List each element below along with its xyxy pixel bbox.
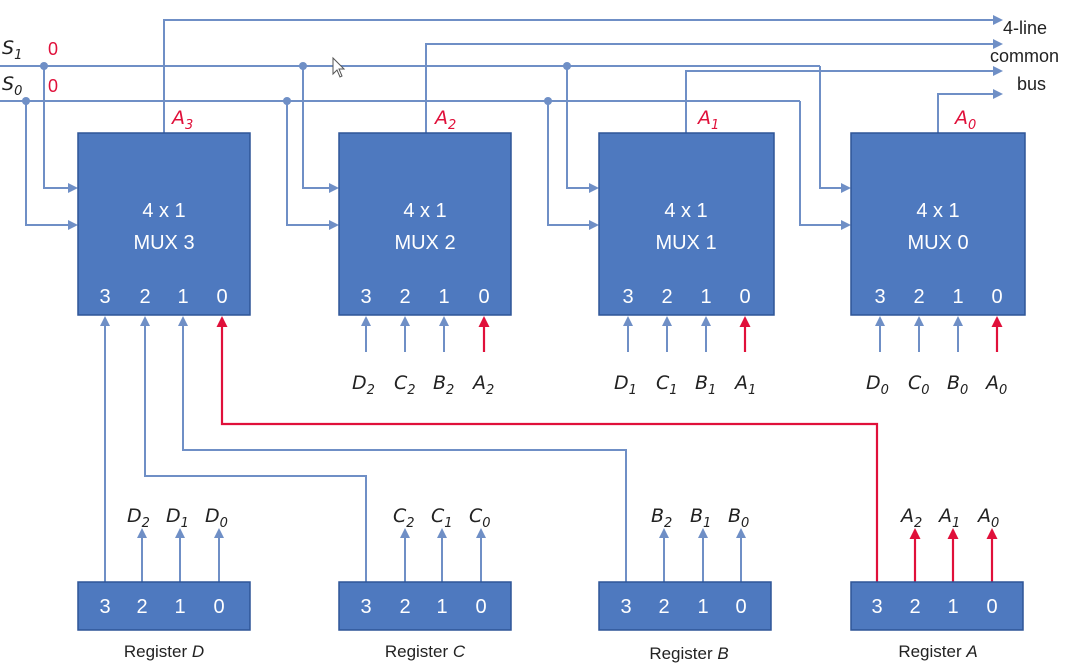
- svg-text:1: 1: [177, 286, 188, 308]
- svg-text:C2: C2: [393, 505, 415, 531]
- svg-text:Register C: Register C: [385, 642, 466, 661]
- s1-label: S1: [2, 37, 22, 63]
- svg-text:D1: D1: [614, 372, 637, 398]
- svg-text:0: 0: [213, 596, 224, 618]
- svg-text:1: 1: [952, 286, 963, 308]
- svg-text:1: 1: [438, 286, 449, 308]
- mux-0: 4 x 1 MUX 0 3 2 1 0 A0: [850, 107, 1026, 316]
- register-a: 3 2 1 0 Register A: [850, 581, 1024, 661]
- svg-text:MUX 1: MUX 1: [655, 232, 716, 254]
- svg-text:3: 3: [871, 596, 882, 618]
- svg-text:C2: C2: [394, 372, 416, 398]
- svg-text:Register B: Register B: [649, 644, 728, 663]
- svg-text:3: 3: [360, 596, 371, 618]
- svg-text:A0: A0: [976, 505, 999, 531]
- s0-value: 0: [48, 76, 58, 96]
- svg-text:A3: A3: [170, 107, 193, 133]
- svg-text:4 x 1: 4 x 1: [142, 200, 185, 222]
- svg-text:MUX 2: MUX 2: [394, 232, 455, 254]
- svg-text:A2: A2: [899, 505, 922, 531]
- svg-text:0: 0: [475, 596, 486, 618]
- svg-text:4 x 1: 4 x 1: [916, 200, 959, 222]
- svg-text:2: 2: [139, 286, 150, 308]
- svg-text:3: 3: [99, 286, 110, 308]
- svg-text:A1: A1: [937, 505, 960, 531]
- svg-text:C0: C0: [908, 372, 930, 398]
- svg-text:2: 2: [399, 286, 410, 308]
- svg-text:D2: D2: [127, 505, 150, 531]
- register-outputs: [137, 528, 998, 582]
- svg-text:Register D: Register D: [124, 642, 204, 661]
- svg-text:4 x 1: 4 x 1: [403, 200, 446, 222]
- svg-text:D1: D1: [166, 505, 189, 531]
- svg-text:B2: B2: [651, 505, 672, 531]
- svg-text:Register A: Register A: [898, 642, 977, 661]
- bus-label-1: 4-line: [1003, 18, 1047, 38]
- svg-text:A2: A2: [433, 107, 456, 133]
- svg-text:D2: D2: [352, 372, 375, 398]
- svg-text:0: 0: [216, 286, 227, 308]
- svg-text:3: 3: [622, 286, 633, 308]
- svg-text:1: 1: [436, 596, 447, 618]
- svg-text:C1: C1: [656, 372, 678, 398]
- svg-text:3: 3: [99, 596, 110, 618]
- svg-text:0: 0: [991, 286, 1002, 308]
- mux-1: 4 x 1 MUX 1 3 2 1 0 A1: [598, 107, 775, 316]
- mux-inputs: [361, 316, 1003, 352]
- svg-text:0: 0: [739, 286, 750, 308]
- svg-text:A2: A2: [471, 372, 494, 398]
- mux-3: 4 x 1 MUX 3 3 2 1 0 A3: [77, 107, 251, 316]
- svg-text:0: 0: [478, 286, 489, 308]
- svg-text:3: 3: [360, 286, 371, 308]
- svg-text:B0: B0: [947, 372, 968, 398]
- register-c: 3 2 1 0 Register C: [338, 581, 512, 661]
- svg-text:2: 2: [658, 596, 669, 618]
- svg-text:D0: D0: [866, 372, 889, 398]
- svg-text:2: 2: [909, 596, 920, 618]
- svg-text:2: 2: [136, 596, 147, 618]
- bus-label-2: common: [990, 46, 1059, 66]
- svg-text:B2: B2: [433, 372, 454, 398]
- svg-text:1: 1: [697, 596, 708, 618]
- svg-text:1: 1: [700, 286, 711, 308]
- mux3-input-wires: [100, 316, 879, 582]
- svg-text:B1: B1: [690, 505, 711, 531]
- svg-text:2: 2: [399, 596, 410, 618]
- svg-text:4 x 1: 4 x 1: [664, 200, 707, 222]
- svg-text:2: 2: [661, 286, 672, 308]
- bus-lines: [163, 15, 1003, 133]
- s1-value: 0: [48, 39, 58, 59]
- svg-text:B1: B1: [695, 372, 716, 398]
- svg-text:0: 0: [735, 596, 746, 618]
- svg-text:1: 1: [174, 596, 185, 618]
- bus-label-3: bus: [1017, 74, 1046, 94]
- cursor-icon: [332, 56, 346, 78]
- mux-2: 4 x 1 MUX 2 3 2 1 0 A2: [338, 107, 512, 316]
- register-b: 3 2 1 0 Register B: [598, 581, 772, 663]
- svg-text:A1: A1: [733, 372, 756, 398]
- svg-text:C1: C1: [431, 505, 453, 531]
- svg-text:0: 0: [986, 596, 997, 618]
- svg-text:3: 3: [874, 286, 885, 308]
- svg-text:3: 3: [620, 596, 631, 618]
- s0-label: S0: [2, 73, 22, 99]
- svg-text:D0: D0: [205, 505, 228, 531]
- svg-text:B0: B0: [728, 505, 749, 531]
- svg-text:1: 1: [947, 596, 958, 618]
- svg-text:2: 2: [913, 286, 924, 308]
- svg-text:C0: C0: [469, 505, 491, 531]
- svg-text:MUX 3: MUX 3: [133, 232, 194, 254]
- register-d: 3 2 1 0 Register D: [77, 581, 251, 661]
- svg-text:MUX 0: MUX 0: [907, 232, 968, 254]
- svg-text:A0: A0: [953, 107, 976, 133]
- svg-text:A1: A1: [696, 107, 719, 133]
- select-lines: [0, 62, 851, 230]
- svg-text:A0: A0: [984, 372, 1007, 398]
